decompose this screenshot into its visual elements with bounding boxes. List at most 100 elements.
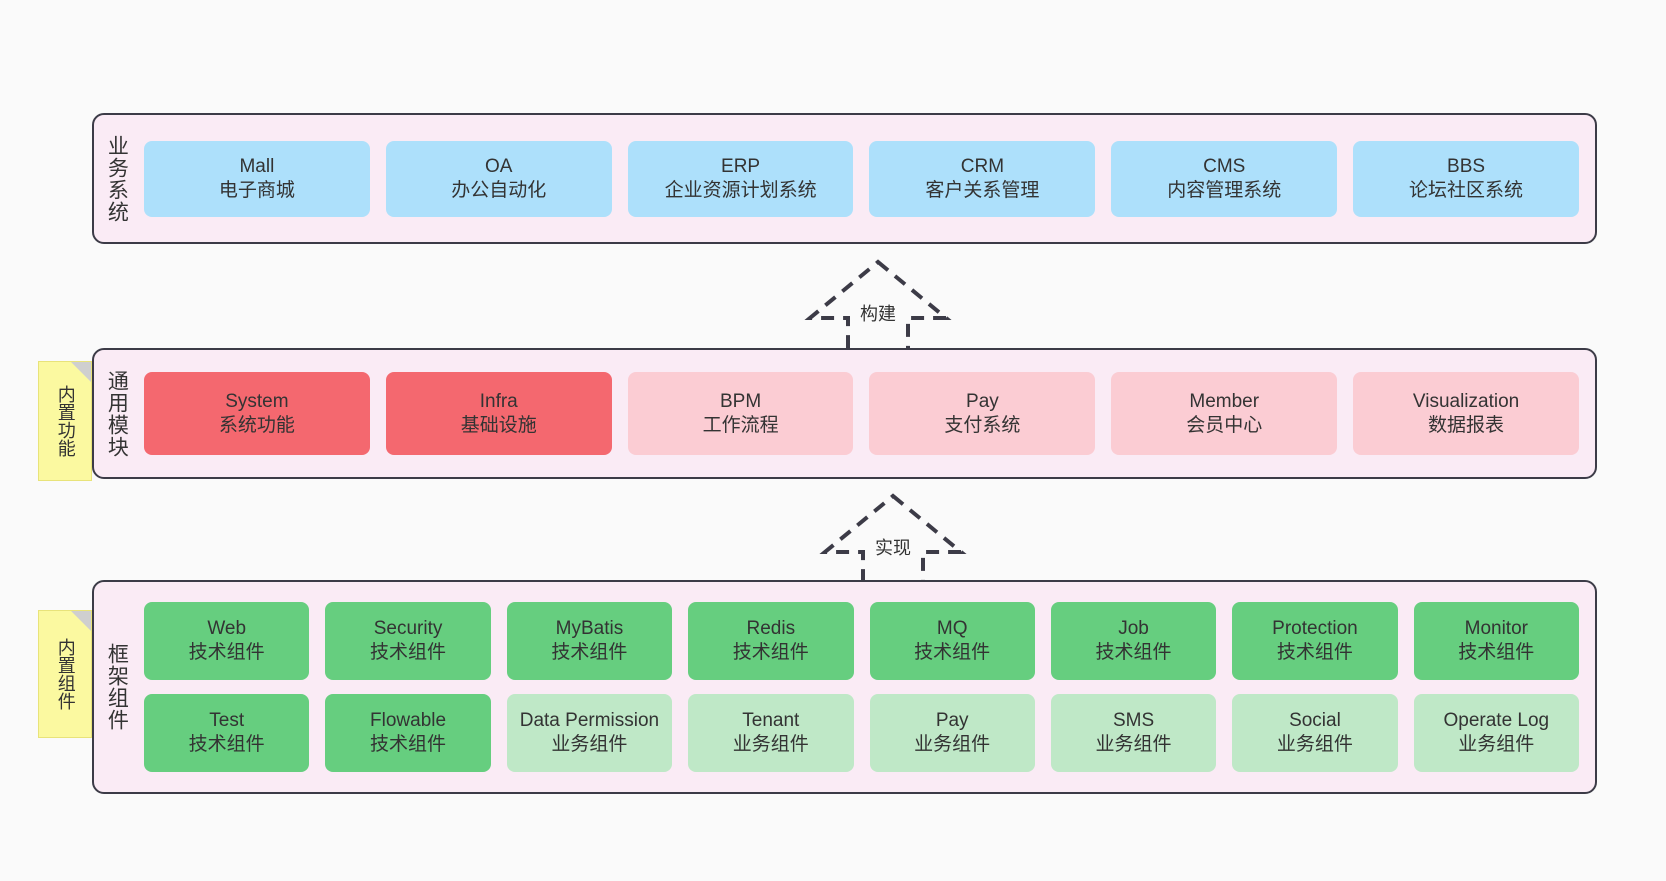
component-card-title: Social xyxy=(1289,710,1341,732)
module-card-member[interactable]: Member 会员中心 xyxy=(1111,372,1338,455)
sticky-note-builtin-component: 内置组件 xyxy=(38,610,92,738)
module-card-erp[interactable]: ERP 企业资源计划系统 xyxy=(627,140,854,217)
component-card-sms[interactable]: SMS 业务组件 xyxy=(1050,694,1217,772)
layer-row: System 系统功能 Infra 基础设施 BPM 工作流程 Pay 支付系统… xyxy=(144,372,1579,455)
component-card-title: Tenant xyxy=(742,710,800,732)
module-card-subtitle: 企业资源计划系统 xyxy=(664,179,817,201)
component-card-mq[interactable]: MQ 技术组件 xyxy=(869,602,1035,680)
module-card-mall[interactable]: Mall 电子商城 xyxy=(144,140,370,217)
component-card-protection[interactable]: Protection 技术组件 xyxy=(1232,602,1398,680)
module-card-title: CMS xyxy=(1203,155,1246,177)
layer-row: Web 技术组件 Security 技术组件 MyBatis 技术组件 Redi… xyxy=(144,602,1579,680)
component-card-security[interactable]: Security 技术组件 xyxy=(325,602,491,680)
module-card-pay[interactable]: Pay 支付系统 xyxy=(869,372,1096,455)
module-card-subtitle: 内容管理系统 xyxy=(1167,179,1282,201)
component-card-redis[interactable]: Redis 技术组件 xyxy=(688,602,854,680)
component-card-data-permission[interactable]: Data Permission 业务组件 xyxy=(506,694,673,772)
component-card-flowable[interactable]: Flowable 技术组件 xyxy=(325,694,491,772)
connector-implement-label: 实现 xyxy=(875,538,911,558)
module-card-title: Visualization xyxy=(1412,390,1520,412)
component-card-title: Security xyxy=(373,618,443,640)
component-card-web[interactable]: Web 技术组件 xyxy=(144,602,310,680)
module-card-subtitle: 数据报表 xyxy=(1428,414,1505,436)
layer-body-framework-component: Web 技术组件 Security 技术组件 MyBatis 技术组件 Redi… xyxy=(138,582,1595,792)
component-card-subtitle: 技术组件 xyxy=(732,642,809,663)
component-card-job[interactable]: Job 技术组件 xyxy=(1050,602,1217,680)
component-card-subtitle: 技术组件 xyxy=(1458,642,1535,663)
module-card-cms[interactable]: CMS 内容管理系统 xyxy=(1111,140,1338,217)
module-card-title: Infra xyxy=(479,390,518,412)
component-card-title: MQ xyxy=(936,618,968,640)
module-card-bpm[interactable]: BPM 工作流程 xyxy=(627,372,854,455)
component-card-title: Protection xyxy=(1272,618,1358,640)
component-card-subtitle: 业务组件 xyxy=(1276,734,1353,755)
component-card-monitor[interactable]: Monitor 技术组件 xyxy=(1413,602,1579,680)
sticky-note-label: 内置组件 xyxy=(55,638,76,710)
layer-row: Mall 电子商城 OA 办公自动化 ERP 企业资源计划系统 CRM 客户关系… xyxy=(144,140,1579,217)
component-card-subtitle: 技术组件 xyxy=(188,734,265,755)
layer-common-module: 通用模块 System 系统功能 Infra 基础设施 BPM 工作流程 Pay… xyxy=(92,348,1597,479)
layer-row: Test 技术组件 Flowable 技术组件 Data Permission … xyxy=(144,694,1579,772)
component-card-subtitle: 业务组件 xyxy=(914,734,991,755)
component-card-title: Job xyxy=(1118,618,1149,640)
connector-implement: 实现 xyxy=(818,490,968,586)
component-card-title: SMS xyxy=(1112,710,1155,732)
module-card-subtitle: 系统功能 xyxy=(218,414,295,436)
module-card-crm[interactable]: CRM 客户关系管理 xyxy=(869,140,1096,217)
component-card-subtitle: 业务组件 xyxy=(1458,734,1535,755)
component-card-title: Data Permission xyxy=(519,710,660,732)
component-card-title: MyBatis xyxy=(555,618,624,640)
module-card-subtitle: 工作流程 xyxy=(702,414,779,436)
component-card-title: Operate Log xyxy=(1443,710,1550,732)
module-card-title: System xyxy=(225,390,289,412)
component-card-title: Web xyxy=(207,618,247,640)
module-card-title: Member xyxy=(1189,390,1260,412)
folded-corner-icon xyxy=(71,362,91,382)
component-card-pay[interactable]: Pay 业务组件 xyxy=(869,694,1035,772)
layer-title-business-system: 业务系统 xyxy=(105,134,129,223)
component-card-subtitle: 技术组件 xyxy=(551,642,628,663)
module-card-visualization[interactable]: Visualization 数据报表 xyxy=(1353,372,1579,455)
layer-body-business-system: Mall 电子商城 OA 办公自动化 ERP 企业资源计划系统 CRM 客户关系… xyxy=(138,115,1595,242)
sticky-note-label: 内置功能 xyxy=(55,385,76,457)
module-card-bbs[interactable]: BBS 论坛社区系统 xyxy=(1353,140,1579,217)
component-card-social[interactable]: Social 业务组件 xyxy=(1232,694,1398,772)
module-card-infra[interactable]: Infra 基础设施 xyxy=(385,372,612,455)
module-card-subtitle: 支付系统 xyxy=(944,414,1021,436)
component-card-subtitle: 技术组件 xyxy=(188,642,265,663)
module-card-title: Pay xyxy=(966,390,999,412)
module-card-subtitle: 客户关系管理 xyxy=(925,179,1040,201)
sticky-note-builtin-function: 内置功能 xyxy=(38,361,92,481)
component-card-subtitle: 业务组件 xyxy=(551,734,628,755)
module-card-title: CRM xyxy=(960,155,1005,177)
module-card-subtitle: 基础设施 xyxy=(460,414,537,436)
module-card-title: Mall xyxy=(239,155,275,177)
module-card-system[interactable]: System 系统功能 xyxy=(144,372,370,455)
module-card-title: BPM xyxy=(719,390,762,412)
component-card-mybatis[interactable]: MyBatis 技术组件 xyxy=(506,602,673,680)
component-card-title: Flowable xyxy=(370,710,447,732)
component-card-subtitle: 技术组件 xyxy=(370,734,447,755)
component-card-subtitle: 技术组件 xyxy=(370,642,447,663)
layer-business-system: 业务系统 Mall 电子商城 OA 办公自动化 ERP 企业资源计划系统 CRM… xyxy=(92,113,1597,244)
layer-framework-component: 框架组件 Web 技术组件 Security 技术组件 MyBatis 技术组件… xyxy=(92,580,1597,794)
module-card-subtitle: 电子商城 xyxy=(218,179,295,201)
module-card-title: BBS xyxy=(1447,155,1486,177)
component-card-title: Pay xyxy=(935,710,969,732)
component-card-subtitle: 业务组件 xyxy=(1095,734,1172,755)
module-card-title: OA xyxy=(485,155,513,177)
folded-corner-icon xyxy=(71,611,91,631)
component-card-tenant[interactable]: Tenant 业务组件 xyxy=(688,694,854,772)
component-card-subtitle: 技术组件 xyxy=(1095,642,1172,663)
component-card-test[interactable]: Test 技术组件 xyxy=(144,694,310,772)
component-card-title: Redis xyxy=(746,618,796,640)
connector-build: 构建 xyxy=(803,256,953,352)
module-card-oa[interactable]: OA 办公自动化 xyxy=(385,140,612,217)
module-card-subtitle: 论坛社区系统 xyxy=(1409,179,1524,201)
component-card-title: Test xyxy=(209,710,245,732)
component-card-operate-log[interactable]: Operate Log 业务组件 xyxy=(1413,694,1579,772)
module-card-title: ERP xyxy=(721,155,761,177)
component-card-subtitle: 技术组件 xyxy=(914,642,991,663)
layer-body-common-module: System 系统功能 Infra 基础设施 BPM 工作流程 Pay 支付系统… xyxy=(138,350,1595,477)
